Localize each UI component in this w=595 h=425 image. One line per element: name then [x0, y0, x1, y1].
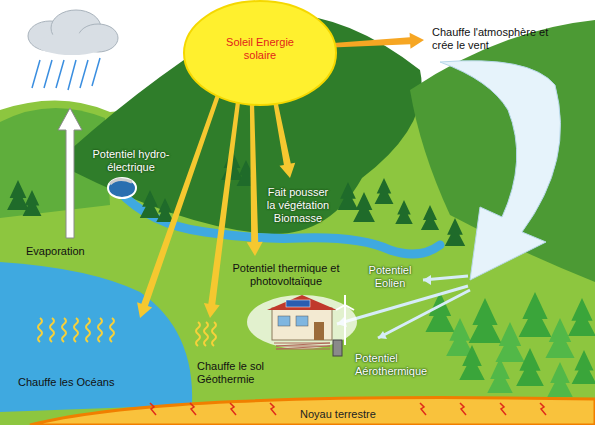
core-shape — [0, 395, 595, 425]
tree — [572, 350, 595, 384]
tree — [516, 348, 544, 386]
house-wall — [272, 308, 332, 340]
tree — [353, 192, 375, 222]
heat-waves — [38, 318, 216, 346]
dam-wall — [110, 179, 132, 184]
tree — [140, 190, 160, 218]
ocean — [0, 262, 192, 412]
window — [278, 316, 290, 326]
caption-label: Fait pousser la végétation Biomasse — [262, 186, 334, 225]
tree — [547, 362, 572, 397]
tree — [545, 318, 574, 358]
caption-label: Potentiel Aérothermique — [355, 352, 439, 378]
floor-coil — [274, 343, 330, 349]
heat-wave — [204, 322, 208, 346]
node-text: Noyau terrestre — [300, 408, 376, 421]
heat-pump — [333, 340, 342, 356]
heat-wave — [98, 318, 102, 342]
tree — [568, 298, 595, 336]
wind-turbine — [336, 295, 354, 345]
caption-label: Chauffe le sol Géothermie — [197, 360, 279, 386]
core-spark — [460, 403, 466, 415]
sun-disc — [184, 1, 336, 105]
cloud — [28, 10, 118, 90]
solar-panel — [286, 300, 310, 307]
heat-wave — [74, 318, 78, 342]
tree — [395, 200, 412, 224]
tree — [375, 178, 394, 204]
dam-body — [108, 178, 136, 198]
turbine-blades — [336, 295, 354, 310]
heat-wave — [38, 318, 42, 342]
sun-circle: Soleil Energie solaire — [183, 0, 337, 106]
heat-wave — [212, 322, 216, 346]
caption-label: Chauffe l'atmosphère et crée le vent — [432, 26, 560, 52]
core-spark — [190, 403, 196, 415]
sun-ray — [137, 94, 220, 318]
caption-label: Potentiel hydro-électrique — [85, 148, 177, 174]
trees — [7, 150, 595, 397]
cloud-part — [36, 33, 108, 55]
tree — [156, 198, 173, 222]
turbine-mast — [344, 305, 346, 345]
tree — [445, 218, 465, 246]
tree — [421, 205, 439, 230]
rain — [32, 58, 100, 90]
caption-label: Chauffe les Océans — [18, 376, 130, 389]
tree — [487, 358, 512, 393]
heat-wave — [62, 318, 66, 342]
core-arc — [30, 398, 595, 425]
dam — [108, 178, 136, 198]
tree — [519, 292, 552, 337]
core-spark — [150, 403, 156, 415]
heat-wave — [196, 322, 200, 346]
earth-core-band: Noyau terrestre — [0, 395, 595, 425]
tree — [459, 345, 484, 380]
tree — [338, 182, 358, 210]
node-text: Soleil Energie solaire — [214, 36, 306, 62]
core-spark — [500, 403, 506, 415]
core-spark — [540, 403, 546, 415]
heat-wave — [86, 318, 90, 342]
house-roof — [267, 295, 337, 310]
tree — [469, 298, 502, 343]
door — [314, 322, 324, 340]
caption-label: Potentiel Eolien — [360, 264, 420, 290]
window — [296, 316, 308, 326]
caption-label: Potentiel thermique et photovoltaïque — [225, 262, 347, 288]
core-spark — [230, 403, 236, 415]
heat-wave — [50, 318, 54, 342]
caption-label: Evaporation — [26, 245, 102, 258]
tree — [495, 322, 524, 362]
wind-arrow — [440, 61, 560, 280]
heat-wave — [110, 318, 114, 342]
sun-ray — [247, 105, 263, 256]
sun-ray — [273, 100, 295, 178]
tree — [23, 190, 42, 216]
core-spark — [420, 403, 426, 415]
evaporation-arrow — [58, 108, 82, 238]
sun-ray — [204, 102, 240, 318]
core-spark — [270, 403, 276, 415]
